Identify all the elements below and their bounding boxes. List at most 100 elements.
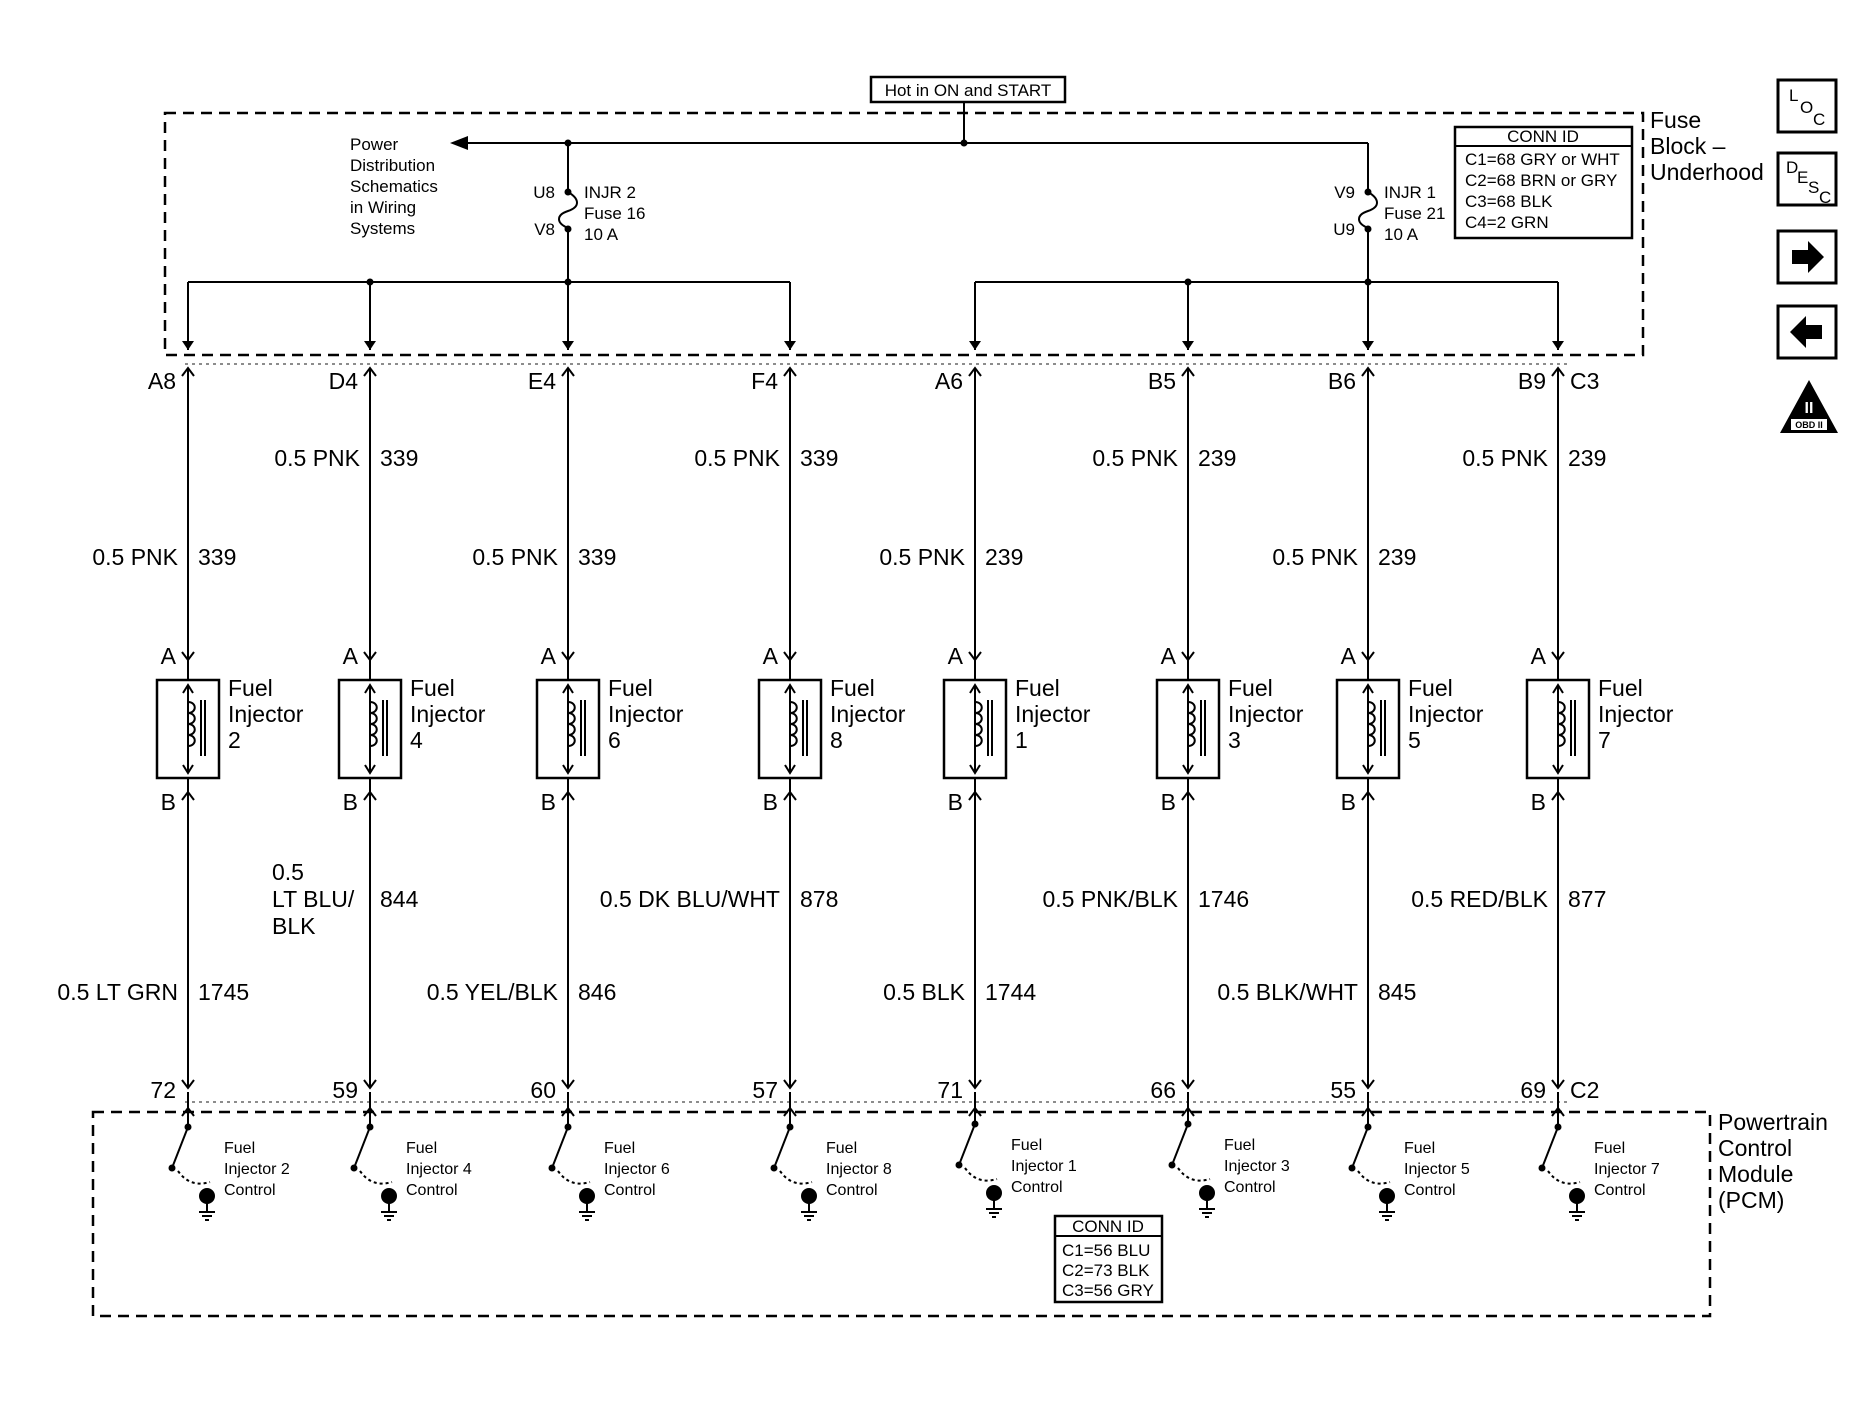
injector-name: Injector — [1408, 701, 1484, 727]
fuse-label: 10 A — [584, 225, 619, 244]
connector-pin: E4 — [528, 368, 556, 394]
connector-pin: B6 — [1328, 368, 1356, 394]
switch-icon — [171, 1126, 189, 1169]
pcm-pin: 55 — [1330, 1077, 1356, 1103]
svg-text:S: S — [1808, 178, 1819, 197]
fuse-block-name: Underhood — [1650, 159, 1764, 185]
svg-text:D: D — [1786, 158, 1798, 177]
switch-icon — [1351, 1126, 1369, 1169]
prev-button[interactable] — [1776, 304, 1838, 360]
circuit-number: 1745 — [198, 979, 249, 1005]
wire-color-label: 0.5 YEL/BLK — [427, 979, 559, 1005]
nav-buttons: L O C D E S C II OBD II — [1776, 78, 1838, 433]
wire-color-label: 0.5 PNK — [472, 544, 558, 570]
svg-text:C: C — [1813, 110, 1825, 129]
injector-name: Fuel — [228, 675, 273, 701]
obd-ii-button[interactable]: II OBD II — [1780, 380, 1838, 433]
switch-icon — [773, 1126, 791, 1169]
power-ref-text: Distribution — [350, 156, 435, 175]
wire-color-label: 0.5 LT GRN — [57, 979, 178, 1005]
injector-name: 2 — [228, 727, 241, 753]
driver-label: Injector 4 — [406, 1161, 472, 1178]
driver-label: Fuel — [604, 1140, 635, 1157]
coil-icon — [1557, 701, 1566, 747]
injector-name: 5 — [1408, 727, 1421, 753]
fuse-label: INJR 1 — [1384, 183, 1436, 202]
driver-label: Control — [1404, 1182, 1456, 1199]
wire-color-label: 0.5 PNK — [694, 445, 780, 471]
connector-pin: B5 — [1148, 368, 1176, 394]
driver-label: Control — [826, 1182, 878, 1199]
next-button[interactable] — [1776, 229, 1838, 285]
switch-icon — [551, 1126, 569, 1169]
injector-name: Fuel — [830, 675, 875, 701]
circuit-number: 1746 — [1198, 886, 1249, 912]
power-source-box — [869, 75, 1067, 104]
driver-label: Injector 6 — [604, 1161, 670, 1178]
circuit-number: 239 — [1378, 544, 1416, 570]
circuit-number: 844 — [380, 886, 419, 912]
driver-label: Injector 2 — [224, 1161, 290, 1178]
pcm-conn-id-row: C2=73 BLK — [1062, 1261, 1150, 1280]
injector-name: Injector — [1228, 701, 1304, 727]
wire-color-label: 0.5 PNK — [1462, 445, 1548, 471]
injector-name: Injector — [1015, 701, 1091, 727]
pcm-conn-id-row: C1=56 BLU — [1062, 1241, 1150, 1260]
coil-icon — [1187, 701, 1196, 747]
switch-icon — [1541, 1126, 1559, 1169]
injector-name: 1 — [1015, 727, 1028, 753]
svg-text:L: L — [1789, 86, 1798, 105]
injector-name: Fuel — [608, 675, 653, 701]
circuit-number: 877 — [1568, 886, 1606, 912]
svg-text:C: C — [1819, 188, 1831, 207]
wire-color-label: 0.5 PNK — [1272, 544, 1358, 570]
pcm-name: Powertrain — [1718, 1109, 1828, 1135]
injector-name: Injector — [830, 701, 906, 727]
injector-name: Injector — [410, 701, 486, 727]
wire-color-label: 0.5 PNK/BLK — [1042, 886, 1178, 912]
coil-icon — [1367, 701, 1376, 747]
desc-icon — [1776, 151, 1838, 207]
injector-name: 6 — [608, 727, 621, 753]
coil-icon — [187, 701, 196, 747]
fuse-conn-id-title: CONN ID — [1507, 127, 1579, 146]
wire-color-label: 0.5 PNK — [1092, 445, 1178, 471]
injector-pin-a: A — [1341, 643, 1357, 669]
wire-color-label: 0.5 PNK — [92, 544, 178, 570]
pcm-pin: 71 — [937, 1077, 963, 1103]
circuit-number: 1744 — [985, 979, 1036, 1005]
feed-arrow — [784, 341, 796, 350]
circuit-number: 339 — [800, 445, 838, 471]
desc-button[interactable]: D E S C — [1776, 151, 1838, 207]
fuse-injr1-symbol — [1358, 191, 1378, 229]
loc-button[interactable]: L O C — [1776, 78, 1838, 134]
fuse-label: 10 A — [1384, 225, 1419, 244]
pcm-pin: 60 — [530, 1077, 556, 1103]
circuit-number: 845 — [1378, 979, 1416, 1005]
driver-label: Fuel — [406, 1140, 437, 1157]
pcm-name: Module — [1718, 1161, 1793, 1187]
power-ref-text: Power — [350, 135, 399, 154]
power-ref-text: Schematics — [350, 177, 438, 196]
wire-color-label: 0.5 RED/BLK — [1411, 886, 1548, 912]
circuit-number: 339 — [198, 544, 236, 570]
fuse-conn-id-row: C2=68 BRN or GRY — [1465, 171, 1617, 190]
injector-pin-a: A — [1161, 643, 1177, 669]
injector-pin-a: A — [541, 643, 557, 669]
fuse-label: Fuse 16 — [584, 204, 645, 223]
injector-pin-b: B — [1161, 789, 1176, 815]
